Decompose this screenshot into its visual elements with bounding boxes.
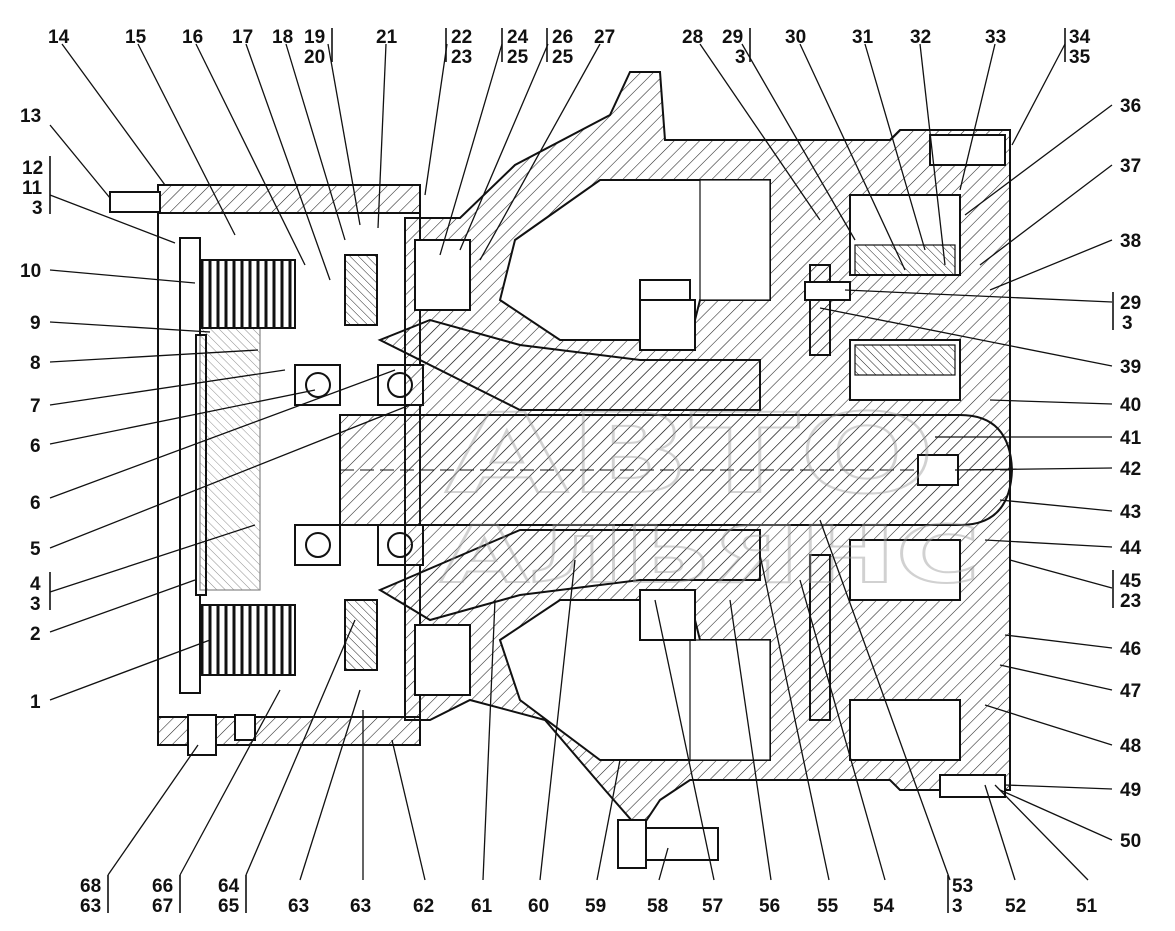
callout: 29 [1120, 293, 1141, 314]
callout: 13 [20, 106, 41, 127]
callout: 47 [1120, 681, 1141, 702]
callout: 62 [413, 896, 434, 917]
callout: 3 [735, 47, 746, 68]
callout: 9 [30, 313, 41, 334]
callout: 35 [1069, 47, 1091, 68]
callout: 25 [552, 47, 574, 68]
callout: 63 [288, 896, 309, 917]
tapered-bearings [414, 239, 696, 696]
callout: 17 [232, 27, 253, 48]
callout: 1 [30, 692, 41, 713]
callout: 36 [1120, 96, 1141, 117]
callout: 43 [1120, 502, 1141, 523]
callout: 25 [507, 47, 529, 68]
callout: 38 [1120, 231, 1141, 252]
callout: 41 [1120, 428, 1142, 449]
callout: 33 [985, 27, 1006, 48]
callout: 48 [1120, 736, 1141, 757]
callout: 15 [125, 27, 147, 48]
callout: 29 [722, 27, 743, 48]
callout: 10 [20, 261, 41, 282]
callout: 32 [910, 27, 931, 48]
callouts-top: 14 15 16 17 18 19 20 21 22 23 24 25 26 2… [48, 27, 1091, 68]
callout: 11 [22, 178, 43, 199]
callout: 31 [852, 27, 874, 48]
watermark: АВТО АЛЬЯНС [439, 389, 981, 602]
callout: 40 [1120, 395, 1141, 416]
leader-lines [49, 43, 1113, 881]
callout: 5 [30, 539, 41, 560]
callout: 44 [1120, 538, 1142, 559]
callout: 50 [1120, 831, 1141, 852]
callout: 67 [152, 896, 173, 917]
callout: 64 [218, 876, 240, 897]
callout: 3 [30, 594, 41, 615]
callouts-right: 36 37 38 29 3 39 40 41 42 43 44 45 23 46… [1120, 96, 1142, 852]
planetary-carrier [809, 134, 1006, 761]
callout: 6 [30, 436, 41, 457]
callout: 6 [30, 493, 41, 514]
callout: 52 [1005, 896, 1026, 917]
bolts [187, 279, 1006, 869]
callout: 14 [48, 27, 70, 48]
callout: 3 [1122, 313, 1133, 334]
callout: 24 [507, 27, 529, 48]
callout: 23 [451, 47, 472, 68]
callout: 59 [585, 896, 606, 917]
callout: 63 [80, 896, 101, 917]
callout: 39 [1120, 357, 1141, 378]
callouts-left: 13 12 11 3 10 9 8 7 6 6 5 4 3 2 1 [20, 106, 43, 713]
callout: 58 [647, 896, 668, 917]
callout: 60 [528, 896, 549, 917]
callout: 8 [30, 353, 41, 374]
callout: 23 [1120, 591, 1141, 612]
callout: 42 [1120, 459, 1141, 480]
callout: 53 [952, 876, 973, 897]
callout-group-bars [49, 28, 1114, 913]
callout: 20 [304, 47, 325, 68]
callout: 46 [1120, 639, 1141, 660]
callout: 19 [304, 27, 325, 48]
pinion-shaft [377, 318, 761, 622]
callout: 18 [272, 27, 293, 48]
callout: 26 [552, 27, 573, 48]
callout: 21 [376, 27, 398, 48]
callout: 16 [182, 27, 203, 48]
callout: 27 [594, 27, 615, 48]
callout: 2 [30, 624, 41, 645]
callout: 54 [873, 896, 895, 917]
callout: 56 [759, 896, 780, 917]
callouts-bottom: 68 63 66 67 64 65 63 63 62 61 60 59 58 5… [80, 876, 1098, 917]
callout: 37 [1120, 156, 1141, 177]
callout: 34 [1069, 27, 1091, 48]
callout: 45 [1120, 571, 1142, 592]
callout: 3 [32, 198, 43, 219]
output-shaft [339, 414, 1014, 526]
callout: 55 [817, 896, 839, 917]
assembly-drawing [109, 71, 1014, 869]
watermark-line-2: АЛЬЯНС [440, 511, 980, 601]
callout: 49 [1120, 780, 1141, 801]
callout: 51 [1076, 896, 1098, 917]
callout: 4 [30, 574, 41, 595]
callout: 3 [952, 896, 963, 917]
callout: 68 [80, 876, 101, 897]
callout: 66 [152, 876, 173, 897]
callout: 22 [451, 27, 472, 48]
callout: 7 [30, 396, 41, 417]
callout: 57 [702, 896, 723, 917]
watermark-line-1: АВТО [445, 390, 935, 518]
callout: 12 [22, 158, 43, 179]
callout: 30 [785, 27, 806, 48]
spring-pack [344, 254, 378, 671]
friction-disc-pack [199, 259, 296, 676]
callout: 65 [218, 896, 240, 917]
callout: 61 [471, 896, 493, 917]
callout: 28 [682, 27, 703, 48]
callout: 63 [350, 896, 371, 917]
